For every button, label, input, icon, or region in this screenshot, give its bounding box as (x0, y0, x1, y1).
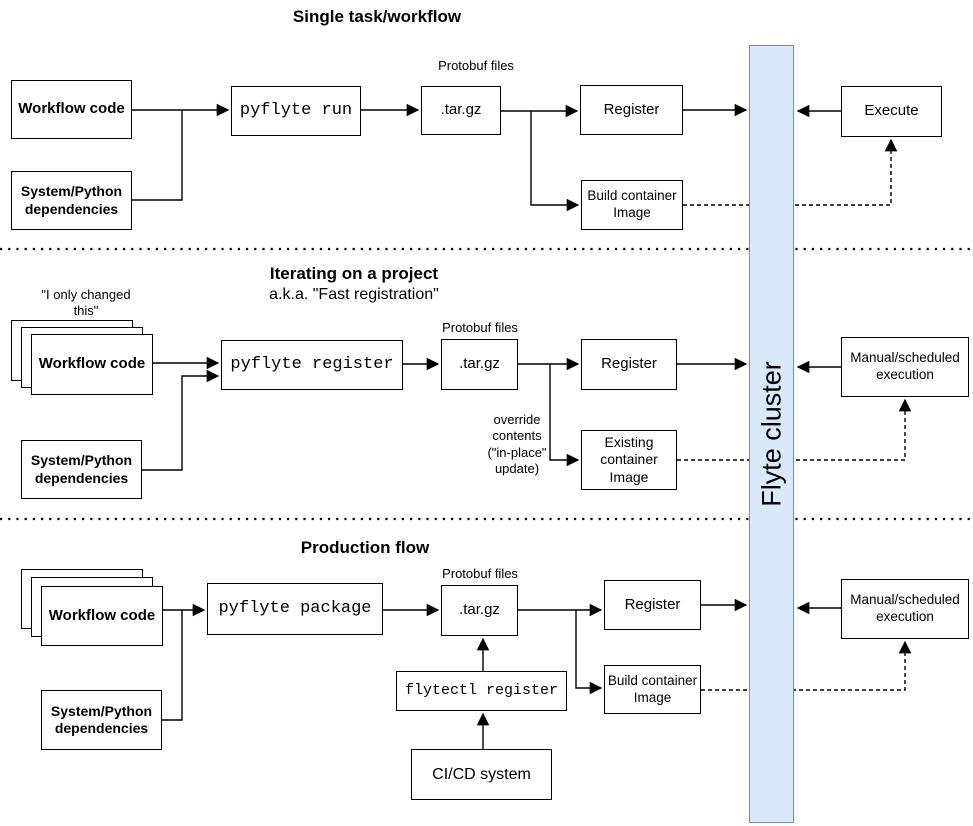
dashed-existing-to-manual2 (677, 398, 912, 461)
box-build-container-image-3: Build container Image (604, 665, 701, 714)
box-manual-execution-2: Manual/scheduled execution (841, 337, 969, 397)
box-tarball-1: .tar.gz (421, 86, 501, 135)
label-protobuf-files-2: Protobuf files (442, 320, 518, 335)
label-protobuf-files-3: Protobuf files (442, 566, 518, 581)
label-protobuf-files-1: Protobuf files (438, 58, 514, 73)
box-build-container-image-1: Build container Image (581, 180, 683, 230)
section-title-iterating: Iterating on a project (269, 264, 439, 283)
box-tarball-2: .tar.gz (441, 339, 518, 390)
box-dependencies-2: System/Python dependencies (21, 440, 142, 499)
arrow-deps2-to-cmd2 (142, 369, 220, 471)
box-existing-container-image: Existing container Image (581, 430, 677, 490)
dashed-build3-to-manual3 (701, 640, 912, 691)
box-dependencies-3: System/Python dependencies (41, 690, 162, 750)
box-manual-execution-3: Manual/scheduled execution (841, 579, 969, 639)
box-cicd-system: CI/CD system (411, 749, 552, 800)
line-deps1-merge (132, 110, 183, 201)
box-pyflyte-register: pyflyte register (221, 340, 403, 390)
arrow-tar2-to-existing (549, 364, 580, 467)
label-override-contents: override contents ("in-place" update) (487, 412, 547, 476)
box-register-3: Register (604, 580, 701, 630)
box-workflow-code-1: Workflow code (11, 80, 132, 139)
section-subtitle-iterating: a.k.a. "Fast registration" (269, 286, 439, 303)
section-title-single-task: Single task/workflow (292, 7, 462, 26)
box-workflow-code-2: Workflow code (31, 334, 153, 395)
box-dependencies-1: System/Python dependencies (11, 171, 132, 230)
section-title-production: Production flow (300, 538, 430, 557)
line-deps3-merge (162, 610, 183, 721)
arrow-tar1-to-build1 (530, 111, 580, 212)
flyte-cluster-bar: Flyte cluster (749, 45, 794, 823)
box-execute: Execute (841, 86, 942, 137)
box-flytectl-register: flytectl register (396, 671, 567, 711)
box-register-1: Register (580, 85, 683, 135)
box-pyflyte-run: pyflyte run (231, 86, 361, 136)
box-tarball-3: .tar.gz (441, 585, 518, 636)
box-register-2: Register (581, 339, 677, 390)
box-workflow-code-3: Workflow code (41, 586, 163, 646)
arrow-tar3-to-build3 (575, 610, 603, 695)
label-only-changed-quote: "I only changed this" (41, 287, 131, 319)
box-pyflyte-package: pyflyte package (207, 583, 383, 635)
flyte-cluster-label: Flyte cluster (756, 361, 786, 507)
